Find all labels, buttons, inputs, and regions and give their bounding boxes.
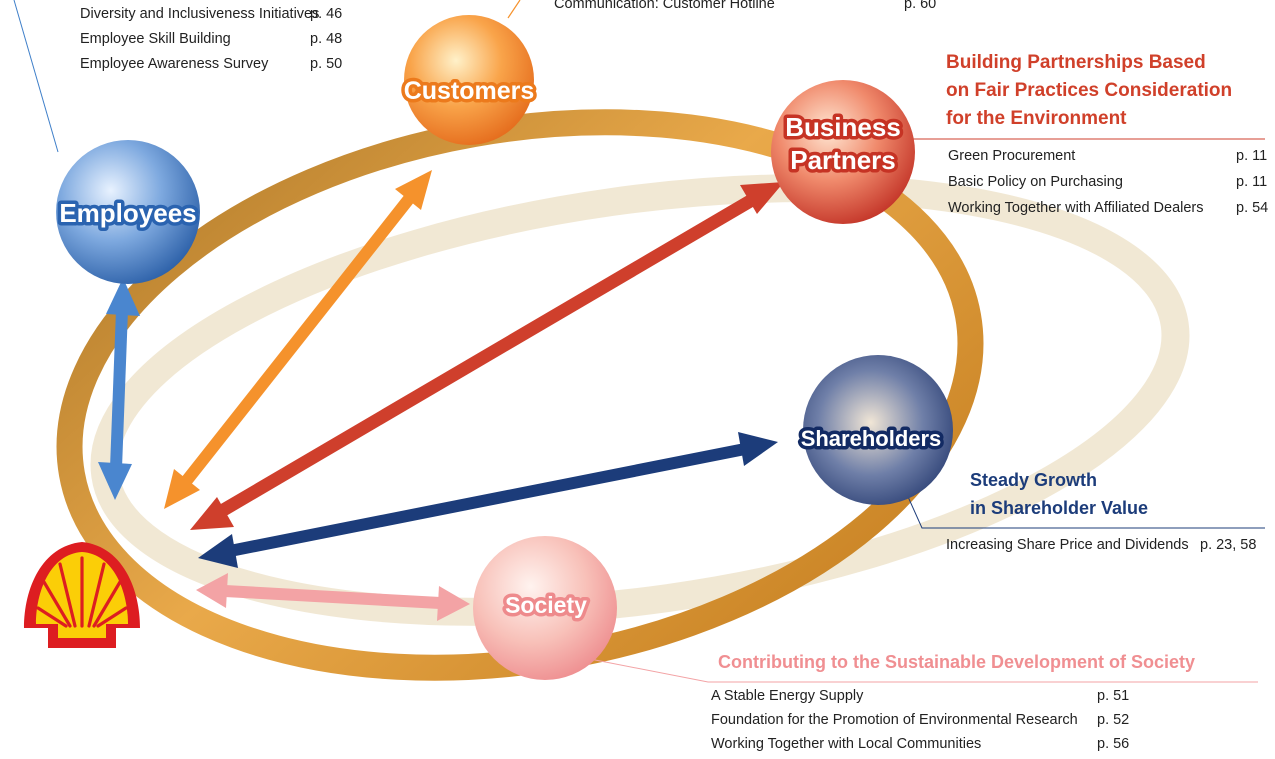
shareholders-leader-line: [904, 489, 1265, 529]
employees-item-label: Employee Awareness Survey: [80, 56, 269, 72]
arrow-employees: [98, 278, 140, 500]
society-label: Society: [505, 592, 587, 618]
customers-item: Communication: Customer Hotline p. 60: [554, 0, 944, 18]
employees-item-page: p. 50: [310, 56, 343, 72]
employees-item: Employee Skill Building p. 48: [80, 31, 342, 53]
society-heading: Contributing to the Sustainable Developm…: [718, 652, 1196, 672]
partners-item: Basic Policy on Purchasing p. 11: [948, 174, 1268, 196]
shareholders-item-label: Increasing Share Price and Dividends: [946, 537, 1189, 553]
shareholders-heading-1: Steady Growth: [970, 470, 1098, 490]
partners-item-page: p. 11: [1236, 148, 1268, 164]
shareholders-label: Shareholders: [801, 426, 942, 451]
customers-sphere: [404, 15, 534, 145]
employees-leader-line: [13, 0, 59, 153]
society-item-label: A Stable Energy Supply: [711, 688, 864, 704]
society-sphere: [473, 536, 617, 680]
customers-item-label: Communication: Customer Hotline: [554, 0, 775, 12]
partners-item-page: p. 54: [1236, 200, 1269, 216]
customers-label: Customers: [404, 77, 535, 105]
partners-item: Green Procurement p. 11: [948, 148, 1268, 170]
arrow-business-partners: [190, 182, 784, 530]
shareholders-sphere: [803, 355, 953, 505]
employees-item-label: Diversity and Inclusiveness Initiatives: [80, 6, 320, 22]
employees-item: Diversity and Inclusiveness Initiatives …: [80, 6, 342, 28]
employees-label: Employees: [59, 198, 196, 228]
society-leader-line: [584, 657, 1258, 683]
society-item-label: Working Together with Local Communities: [711, 736, 982, 752]
partners-item-label: Working Together with Affiliated Dealers: [948, 200, 1204, 216]
business-partners-label-2: Partners: [790, 145, 896, 175]
partners-item-label: Green Procurement: [948, 148, 1076, 164]
society-item-page: p. 56: [1097, 736, 1130, 752]
society-item-page: p. 51: [1097, 688, 1130, 704]
society-item: A Stable Energy Supply p. 51: [711, 688, 1181, 710]
shareholders-heading-2: in Shareholder Value: [970, 498, 1149, 518]
partners-item-label: Basic Policy on Purchasing: [948, 174, 1123, 190]
society-item-label: Foundation for the Promotion of Environm…: [711, 712, 1078, 728]
employees-item-label: Employee Skill Building: [80, 31, 231, 47]
business-partners-sphere: [771, 80, 915, 224]
employees-item: Employee Awareness Survey p. 50: [80, 56, 342, 78]
partners-heading-3: for the Environment: [946, 108, 1127, 129]
employees-sphere: [56, 140, 200, 284]
partners-heading-2: on Fair Practices Consideration: [946, 80, 1233, 101]
employees-item-page: p. 48: [310, 31, 343, 47]
arrow-shareholders: [198, 432, 778, 568]
shareholders-item-page: p. 23, 58: [1200, 537, 1257, 553]
shell-logo: [24, 542, 140, 648]
arrow-society: [196, 573, 470, 621]
customers-item-page: p. 60: [904, 0, 937, 12]
employees-item-page: p. 46: [310, 6, 343, 22]
partners-item-page: p. 11: [1236, 174, 1268, 190]
partners-item: Working Together with Affiliated Dealers…: [948, 200, 1268, 222]
shareholders-item: Increasing Share Price and Dividends p. …: [946, 537, 1266, 559]
business-partners-label-1: Business: [785, 112, 901, 142]
society-item: Foundation for the Promotion of Environm…: [711, 712, 1181, 734]
customers-leader-line: [507, 0, 521, 19]
society-item: Working Together with Local Communities …: [711, 736, 1181, 758]
society-item-page: p. 52: [1097, 712, 1130, 728]
arrow-customers: [164, 170, 432, 509]
partners-heading-1: Building Partnerships Based: [946, 52, 1206, 73]
